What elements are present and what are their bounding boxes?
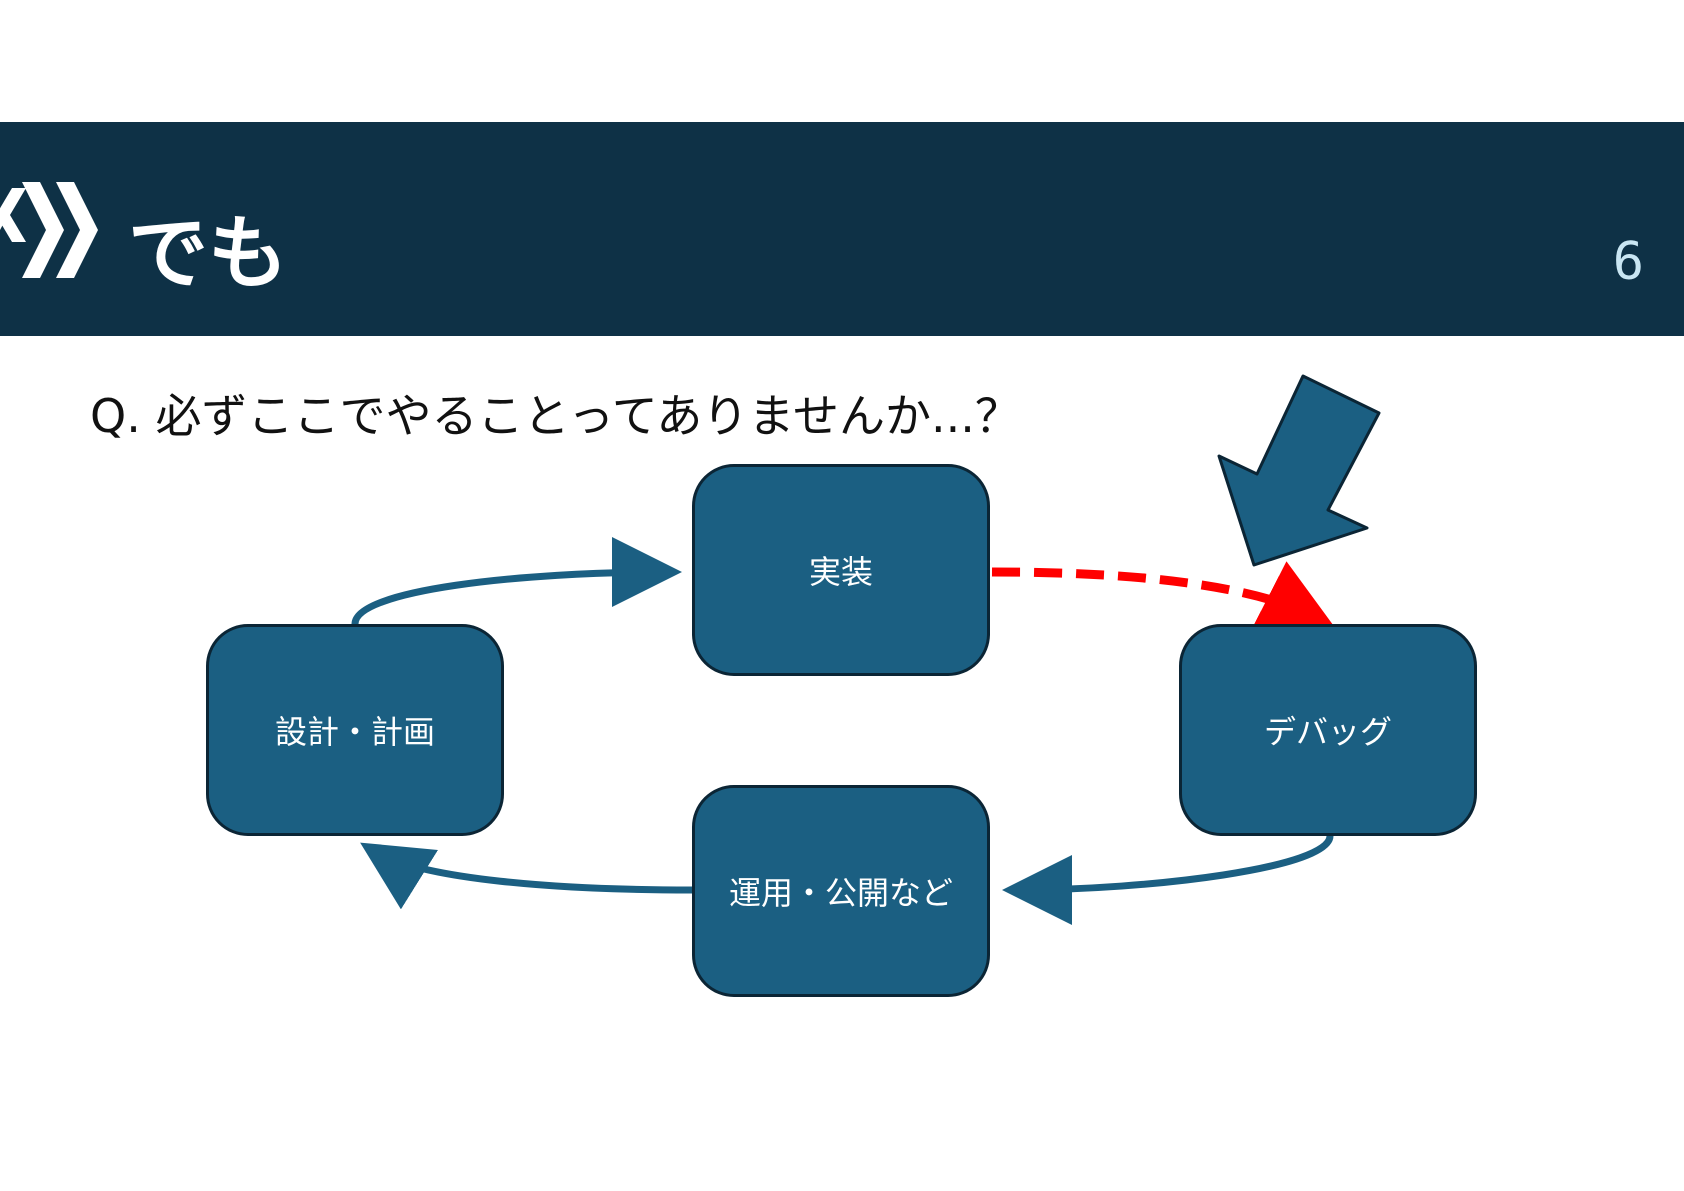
node-design-label: 設計・計画 xyxy=(274,713,435,751)
header-band: でも 6 xyxy=(0,122,1684,336)
node-operate: 運用・公開など xyxy=(692,785,990,997)
node-debug-label: デバッグ xyxy=(1263,713,1392,751)
arrow-implement-to-debug xyxy=(991,561,1335,627)
page-number: 6 xyxy=(1612,232,1644,292)
arrow-design-to-implement xyxy=(351,537,682,625)
page-title: でも xyxy=(128,207,288,300)
arrow-debug-to-operate xyxy=(1002,835,1334,925)
arrow-operate-to-design xyxy=(360,842,693,910)
chevrons-icon xyxy=(0,182,98,278)
node-implement-label: 実装 xyxy=(808,553,873,591)
node-implement: 実装 xyxy=(692,464,990,676)
node-design: 設計・計画 xyxy=(206,624,504,836)
question-text: Q. 必ずここでやることってありませんか...？ xyxy=(90,389,1021,443)
block-arrow-icon xyxy=(1217,374,1381,567)
node-debug: デバッグ xyxy=(1179,624,1477,836)
node-operate-label: 運用・公開など xyxy=(728,874,953,912)
